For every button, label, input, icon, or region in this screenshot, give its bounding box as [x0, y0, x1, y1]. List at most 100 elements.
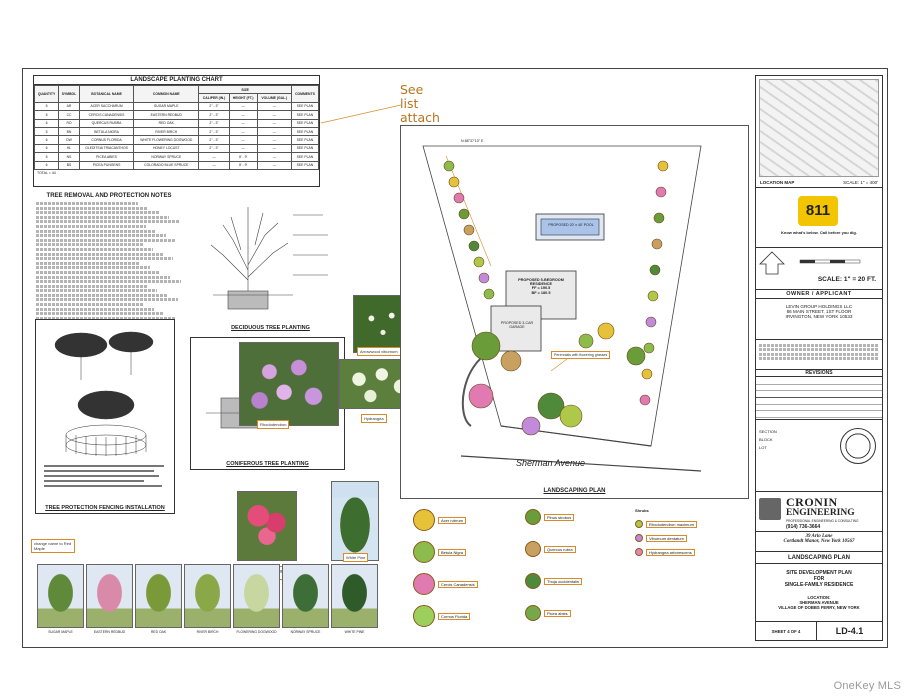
watermark: OneKey MLS [833, 680, 901, 692]
table-cell: PICEA ABIES [78, 152, 135, 162]
legend-swatch-icon [635, 520, 643, 528]
plan-tree-symbol [458, 208, 470, 220]
tree-photo-label: RED OAK [150, 630, 167, 634]
table-cell: 5 [33, 126, 60, 137]
disclaimer-line [759, 352, 879, 356]
notes-text-line [36, 252, 164, 256]
disclaimer-cell [756, 340, 882, 370]
table-cell: — [228, 135, 258, 145]
table-cell: DW [58, 135, 80, 145]
notes-text-line [36, 211, 159, 215]
lot-label: LOT [759, 445, 767, 450]
legend-item: Betula Nigra [413, 541, 467, 563]
residence-label: PROPOSED 5-BEDROOM RESIDENCE FF = 190.5 … [511, 278, 571, 295]
notes-text-line [36, 298, 178, 302]
location-header: LOCATION: [807, 595, 831, 600]
location-line-1: SHERMAN AVENUE [799, 600, 839, 605]
notes-text-line [36, 307, 155, 311]
table-cell: SUGAR MAPLE [133, 101, 200, 112]
plan-tree-symbol [559, 404, 583, 428]
notes-text-line [36, 215, 169, 219]
legend-swatch-icon [413, 573, 435, 595]
notes-text-line [36, 220, 180, 224]
tree-notes-title: TREE REMOVAL AND PROTECTION NOTES [46, 193, 172, 199]
notes-text-line [36, 247, 153, 251]
location-line-2: VILLAGE OF DOBBS FERRY, NEW YORK [778, 605, 860, 610]
white-pine-tag: White Pine [343, 553, 369, 562]
legend-item: Acer rubrum [413, 509, 467, 531]
notes-text-line [36, 266, 150, 270]
section-label: SECTION [759, 429, 777, 434]
drawing-number: LD-4.1 [816, 621, 882, 641]
size-header: SIZE [198, 84, 292, 95]
notes-text-line [36, 280, 181, 284]
notes-text-line [36, 238, 177, 242]
notes-text-line [36, 289, 158, 293]
project-line-1: SITE DEVELOPMENT PLAN [786, 570, 852, 576]
table-cell: 6 [33, 135, 60, 145]
project-line-2: FOR [813, 576, 825, 582]
scale-cell: SCALE: 1" = 20 FT. [756, 248, 882, 290]
tree-notes: TREE REMOVAL AND PROTECTION NOTES [33, 193, 185, 339]
disclaimer-line [759, 343, 879, 347]
table-cell: SEE PLAN [290, 152, 320, 162]
plan-tree-symbol [647, 290, 659, 302]
tree-photo-label: WHITE PINE [344, 630, 365, 634]
legend-item: Thuja occidentalis [525, 573, 583, 589]
plan-tree-symbol [649, 264, 661, 276]
annotation-line: list [400, 96, 419, 111]
table-cell: — [228, 118, 258, 128]
plan-tree-symbol [626, 346, 646, 366]
owner-address-2: IRVINGTON, NEW YORK 10533 [785, 314, 853, 319]
legend-label: Pinus strobus [544, 513, 575, 521]
plan-tree-symbol [500, 350, 522, 372]
sheet-number-cell: SHEET 4 OF 4 LD-4.1 [756, 621, 882, 641]
tree-photo [233, 564, 280, 628]
table-cell: 6 [33, 160, 60, 170]
plan-tree-symbol [463, 224, 475, 236]
coniferous-title: CONIFEROUS TREE PLANTING [226, 461, 309, 467]
col-header: HEIGHT (FT.) [228, 93, 258, 103]
plan-tree-symbol [645, 316, 657, 328]
table-cell: — [228, 101, 258, 112]
site-plan-drawing [422, 145, 702, 472]
table-cell: — [228, 143, 258, 154]
table-cell: HL [58, 143, 80, 154]
tree-photo-label: EASTERN REDBUD [93, 630, 126, 634]
table-cell: 2" - 3" [198, 143, 230, 154]
plan-tree-symbol [653, 212, 665, 224]
table-cell: CC [58, 110, 80, 120]
table-cell: — [256, 126, 292, 137]
plan-tree-symbol [643, 342, 655, 354]
plan-tree-symbol [597, 322, 615, 340]
plan-tree-symbol [453, 192, 465, 204]
table-cell: 2" - 3" [198, 101, 230, 112]
table-cell: 2" - 3" [198, 118, 230, 128]
fencing-title: TREE PROTECTION FENCING INSTALLATION [45, 505, 165, 511]
deciduous-title: DECIDUOUS TREE PLANTING [231, 325, 310, 331]
table-cell: COLORADO BLUE SPRUCE [133, 160, 200, 170]
table-cell: GLEDITSIA TRIACANTHOS [78, 143, 135, 154]
legend-label: Thuja occidentalis [544, 577, 583, 585]
firm-address-cell: 39 Arlo Lane Cortlandt Manor, New York 1… [756, 532, 882, 552]
table-cell: — [198, 160, 230, 170]
col-header: SYMBOL [58, 85, 80, 103]
disclaimer-line [759, 357, 879, 361]
notes-text-line [36, 229, 156, 233]
col-header: BOTANICAL NAME [78, 85, 135, 103]
table-cell: CORNUS FLORIDA [78, 135, 135, 145]
table-cell: — [256, 135, 292, 145]
notes-text-line [36, 206, 149, 210]
notes-text-line [36, 284, 147, 288]
table-cell: ACER SACCHARUM [78, 101, 135, 112]
table-cell: — [256, 110, 292, 120]
table-cell: 6 [33, 143, 60, 154]
firm-phone: (914) 736-3664 [786, 524, 821, 530]
table-cell: 2" - 3" [198, 126, 230, 137]
scale-text: SCALE: 1" = 20 FT. [817, 276, 876, 283]
firm-name: CRONIN [786, 495, 838, 509]
deciduous-tree-drawing [210, 207, 328, 310]
